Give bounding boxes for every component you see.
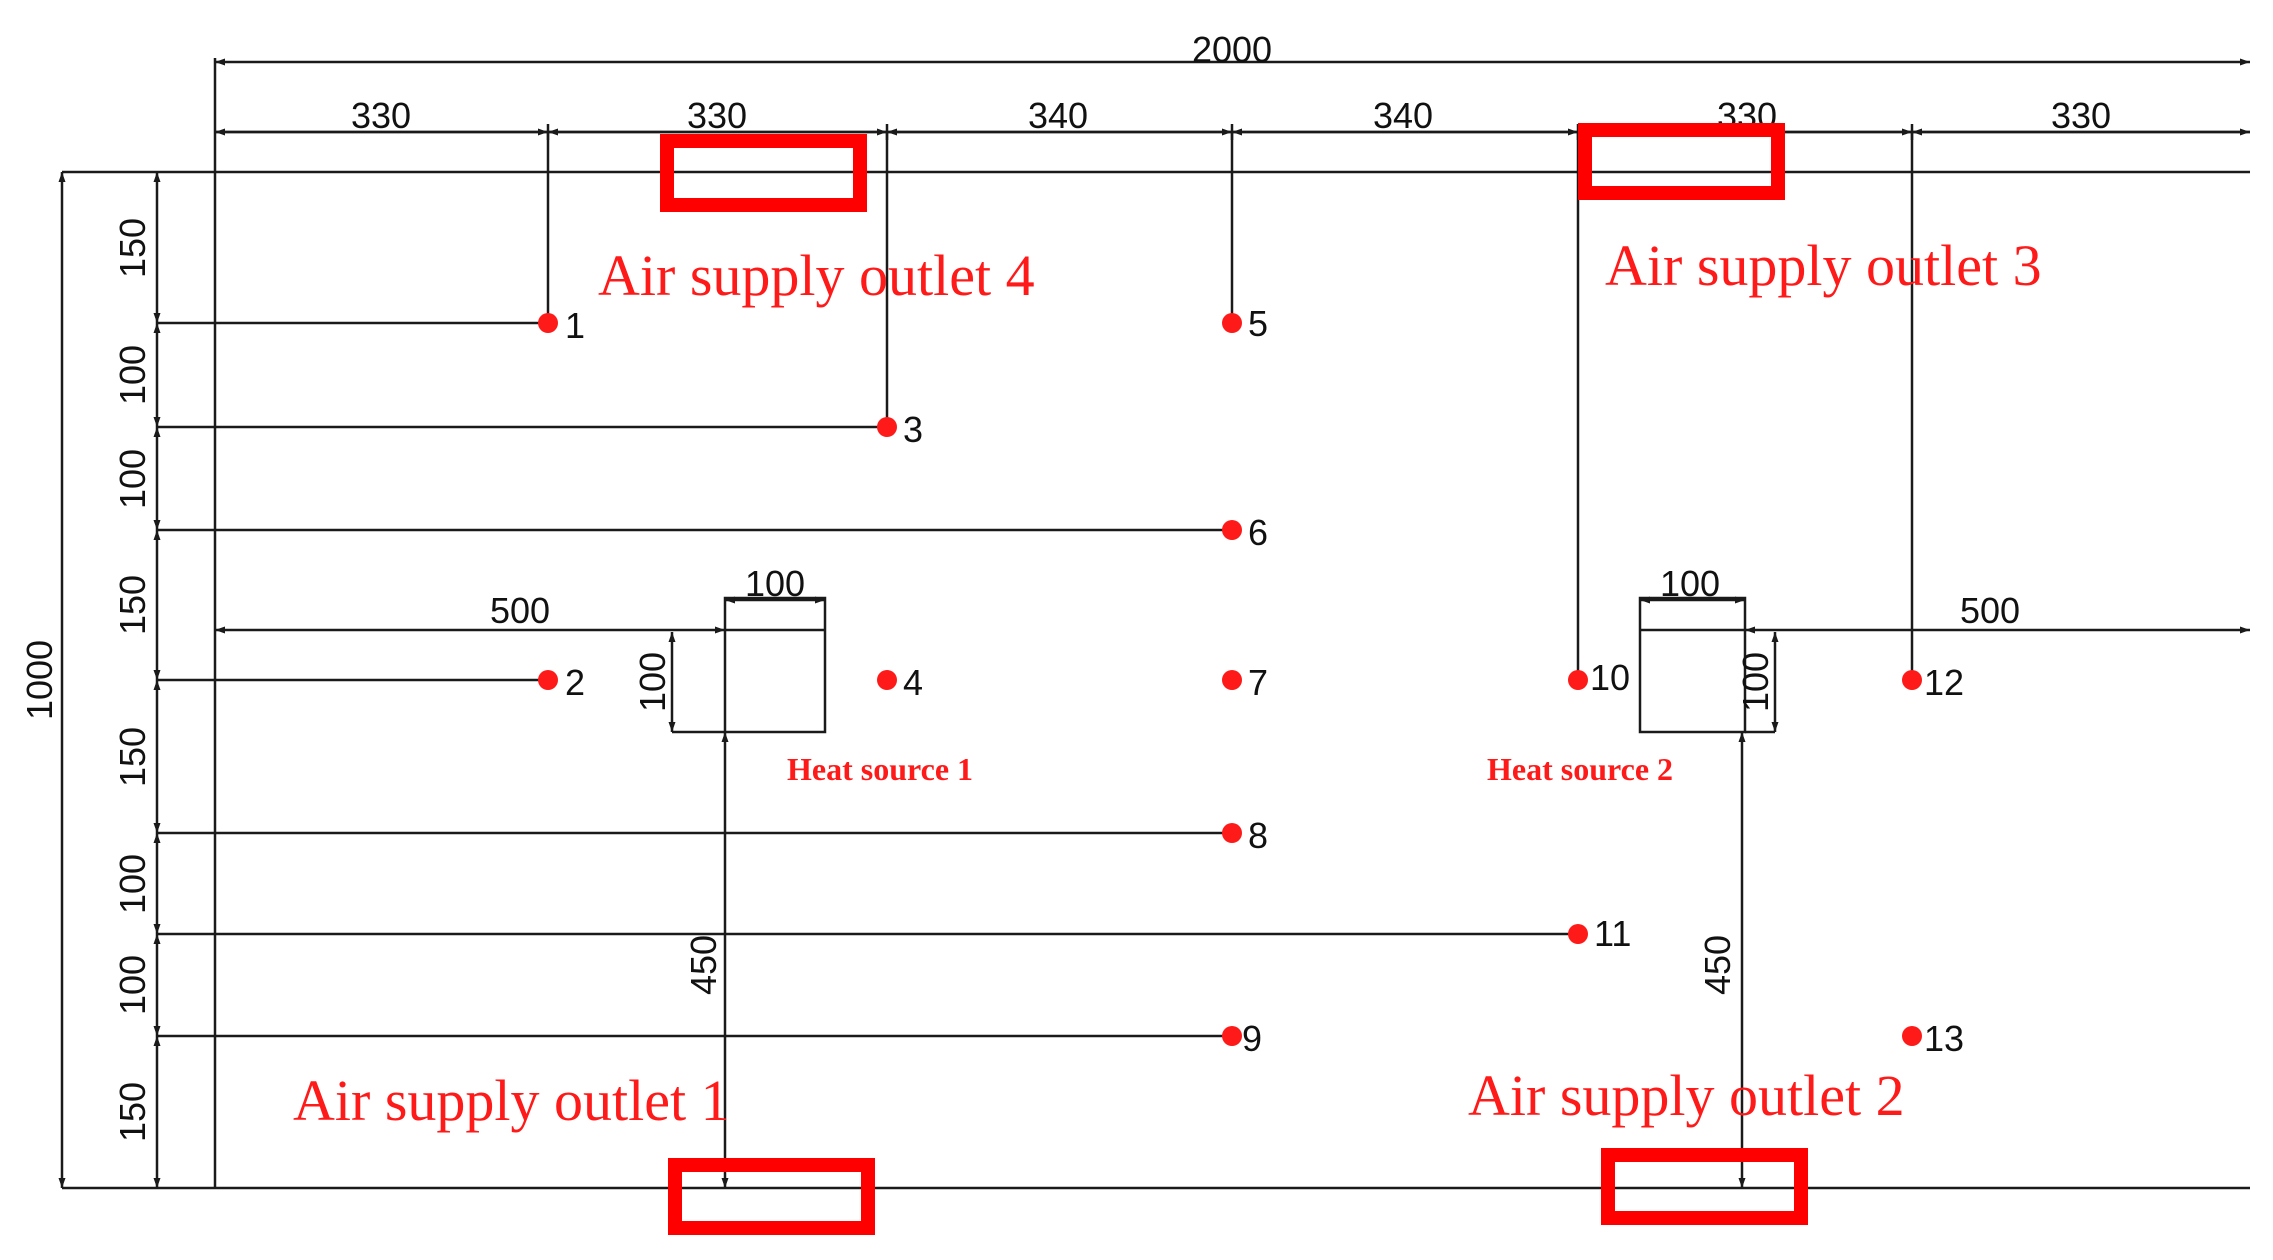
heat-source-1-offset-bottom-label: 450 [683, 935, 724, 995]
air-supply-outlet-2-label: Air supply outlet 2 [1468, 1063, 1905, 1128]
air-supply-outlet-3-label: Air supply outlet 3 [1605, 233, 2042, 298]
air-supply-outlets [660, 123, 1808, 1235]
left-segment-label-1: 150 [112, 218, 153, 278]
top-segment-label-6: 330 [2051, 95, 2111, 136]
measurement-point-13-label: 13 [1924, 1018, 1964, 1059]
air-supply-outlet-4-label: Air supply outlet 4 [598, 243, 1035, 308]
room-boundary [62, 58, 2250, 1190]
total-height-label: 1000 [19, 640, 60, 720]
left-segment-label-7: 100 [112, 955, 153, 1015]
heat-source-1 [215, 596, 827, 1188]
measurement-point-5-label: 5 [1248, 303, 1268, 344]
measurement-point-9-label: 9 [1242, 1018, 1262, 1059]
measurement-point-1-label: 1 [565, 305, 585, 346]
heat-source-2-offset-bottom-label: 450 [1697, 935, 1738, 995]
measurement-point-11-label: 11 [1594, 913, 1631, 954]
heat-source-2 [1638, 596, 2250, 1188]
left-segment-label-2: 100 [112, 345, 153, 405]
measurement-point-2-label: 2 [565, 662, 585, 703]
air-supply-outlet-4-box [660, 134, 867, 212]
measurement-point-4-label: 4 [903, 662, 923, 703]
measurement-point-7 [1222, 670, 1242, 690]
measurement-point-8 [1222, 823, 1242, 843]
measurement-point-2 [538, 670, 558, 690]
measurement-point-3-label: 3 [903, 409, 923, 450]
heat-source-2-width-label: 100 [1660, 563, 1720, 604]
left-dimensions [58, 172, 1578, 1188]
measurement-point-8-label: 8 [1248, 815, 1268, 856]
heat-source-2-label: Heat source 2 [1487, 751, 1673, 787]
air-supply-outlet-2-box [1601, 1148, 1808, 1225]
heat-source-1-offset-left-label: 500 [490, 590, 550, 631]
air-supply-outlet-3-box [1578, 123, 1785, 200]
left-segment-label-3: 100 [112, 449, 153, 509]
measurement-point-10-label: 10 [1590, 657, 1630, 698]
measurement-point-10 [1568, 670, 1588, 690]
measurement-point-7-label: 7 [1248, 662, 1268, 703]
heat-source-2-height-label: 100 [1735, 652, 1776, 712]
measurement-point-12 [1902, 670, 1922, 690]
left-segment-label-4: 150 [112, 575, 153, 635]
measurement-point-3 [877, 417, 897, 437]
total-width-label: 2000 [1192, 29, 1272, 70]
left-segment-label-8: 150 [112, 1082, 153, 1142]
measurement-point-4 [877, 670, 897, 690]
measurement-point-1 [538, 313, 558, 333]
top-segment-label-4: 340 [1373, 95, 1433, 136]
air-supply-outlet-1-box [668, 1158, 875, 1235]
top-dimensions [215, 58, 2250, 680]
measurement-point-6 [1222, 520, 1242, 540]
top-segment-label-3: 340 [1028, 95, 1088, 136]
measurement-points [538, 313, 1922, 1046]
measurement-point-13 [1902, 1026, 1922, 1046]
measurement-point-5 [1222, 313, 1242, 333]
heat-source-1-width-label: 100 [745, 563, 805, 604]
top-segment-label-2: 330 [687, 95, 747, 136]
top-segment-label-1: 330 [351, 95, 411, 136]
air-supply-outlet-1-label: Air supply outlet 1 [293, 1068, 730, 1133]
measurement-point-11 [1568, 924, 1588, 944]
heat-source-1-height-label: 100 [632, 652, 673, 712]
measurement-point-6-label: 6 [1248, 512, 1268, 553]
measurement-point-12-label: 12 [1924, 662, 1964, 703]
measurement-point-9 [1222, 1026, 1242, 1046]
left-segment-label-6: 100 [112, 854, 153, 914]
heat-source-1-label: Heat source 1 [787, 751, 973, 787]
left-segment-label-5: 150 [112, 727, 153, 787]
heat-source-2-offset-right-label: 500 [1960, 590, 2020, 631]
